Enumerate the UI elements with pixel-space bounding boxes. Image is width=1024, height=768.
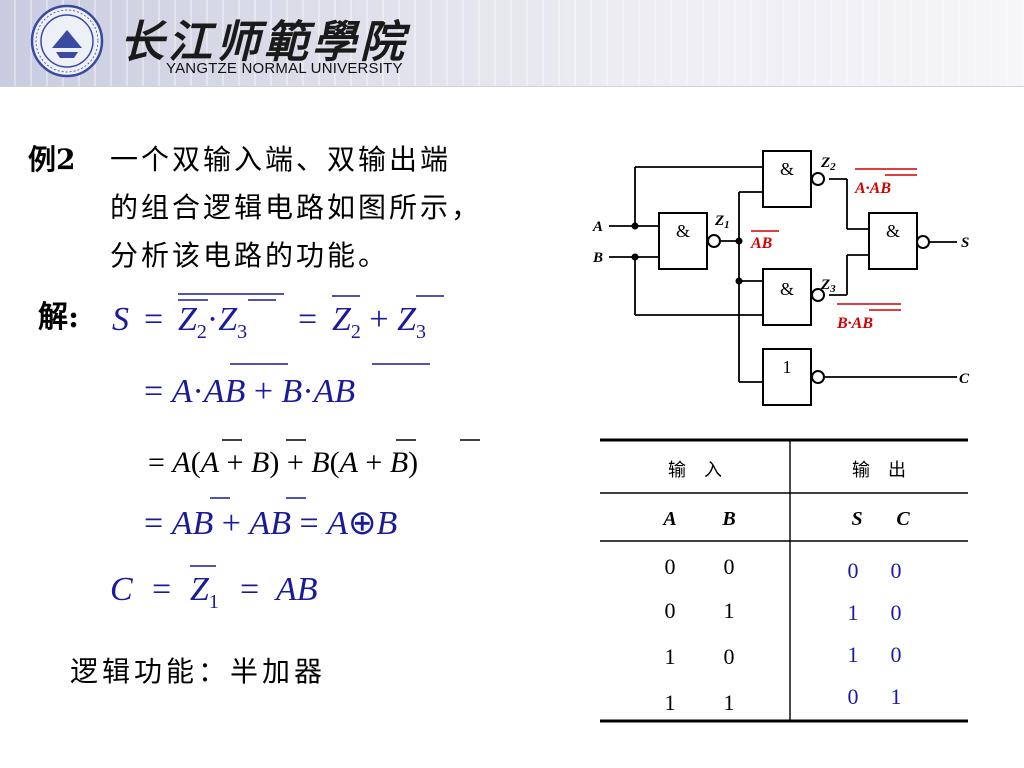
truth-header-output: 输 出 — [852, 460, 906, 481]
row-3-b: 1 — [724, 690, 735, 715]
eq1-z2z3: Z2·Z3 — [178, 301, 247, 343]
row-3-a: 1 — [665, 690, 676, 715]
label-a-ab-bar: A·AB — [854, 180, 891, 197]
eq5-z1: Z1 — [190, 571, 219, 613]
row-1-s: 1 — [848, 600, 859, 625]
header-stripes — [0, 0, 1024, 86]
eq2-text: = A·AB + B·AB — [144, 373, 355, 410]
row-3-c: 1 — [891, 684, 902, 709]
bubble-s — [916, 235, 930, 249]
problem-line-3: 分析该电路的功能。 — [110, 239, 390, 272]
solution-equations: S = Z2·Z3 = Z2 + Z3 = A·AB + B·AB = A(A … — [110, 293, 480, 613]
truth-sub-b: B — [721, 508, 735, 530]
eq5-equals-2: = — [240, 571, 259, 608]
row-3-s: 0 — [848, 684, 859, 709]
gate-z2 — [762, 150, 812, 208]
input-b-label: B — [592, 250, 603, 266]
gate-z3 — [762, 268, 812, 326]
row-2-b: 0 — [724, 644, 735, 669]
solution-label: 解: — [38, 300, 80, 335]
truth-header-input: 输 入 — [668, 460, 722, 481]
output-c-label: C — [959, 371, 970, 387]
gate-not-symbol: 1 — [783, 357, 792, 377]
bubble-z3 — [811, 288, 825, 302]
gate-not — [762, 348, 812, 406]
eq1-equals-2: = — [298, 301, 317, 338]
label-b-ab-bar: B·AB — [836, 315, 873, 332]
gate-z2-symbol: & — [780, 159, 794, 179]
gate-z1 — [658, 212, 708, 270]
bubble-not — [811, 370, 825, 384]
university-seal-icon — [30, 4, 104, 78]
row-2-c: 0 — [891, 642, 902, 667]
eq1-lhs: S — [112, 301, 129, 338]
eq4-text: = AB + AB = A⊕B — [144, 505, 397, 542]
conclusion-text: 逻辑功能：半加器 — [70, 655, 327, 688]
output-s-label: S — [961, 235, 969, 251]
truth-table: 输 入 输 出 A B S C 0 0 0 0 0 1 1 0 1 0 1 0 … — [600, 438, 968, 723]
bubble-z1 — [707, 234, 721, 248]
row-0-c: 0 — [891, 558, 902, 583]
row-0-b: 0 — [724, 554, 735, 579]
row-2-s: 1 — [848, 642, 859, 667]
problem-line-1: 一个双输入端、双输出端 — [110, 143, 452, 176]
eq1-equals: = — [144, 301, 163, 338]
bubble-z2 — [811, 172, 825, 186]
university-name-cn: 长江师範學院 — [120, 17, 408, 68]
problem-label: 例2 — [28, 143, 76, 176]
university-name-en: YANGTZE NORMAL UNIVERSITY — [166, 60, 403, 77]
eq5-rhs: AB — [274, 571, 318, 608]
eq3-text: = A(A + B) + B(A + B) — [148, 446, 418, 479]
row-0-s: 0 — [848, 558, 859, 583]
problem-line-2: 的组合逻辑电路如图所示， — [110, 191, 483, 224]
header-banner: 长江师範學院 YANGTZE NORMAL UNIVERSITY — [0, 0, 1024, 87]
label-ab-bar: AB — [750, 235, 773, 252]
table-row: 0 0 0 0 — [665, 554, 902, 583]
gate-s-symbol: & — [886, 221, 900, 241]
truth-sub-s: S — [851, 508, 862, 530]
gate-z1-symbol: & — [676, 221, 690, 241]
row-2-a: 1 — [665, 644, 676, 669]
truth-sub-a: A — [661, 508, 676, 530]
row-1-b: 1 — [724, 598, 735, 623]
truth-sub-c: C — [896, 508, 910, 530]
eq5-lhs: C — [110, 571, 133, 608]
table-row: 1 0 1 0 — [665, 642, 902, 669]
eq5-equals: = — [152, 571, 171, 608]
row-1-c: 0 — [891, 600, 902, 625]
gate-z3-symbol: & — [780, 279, 794, 299]
row-1-a: 0 — [665, 598, 676, 623]
z2-label: Z2 — [820, 155, 836, 173]
input-a-label: A — [592, 219, 603, 235]
table-row: 1 1 0 1 — [665, 684, 902, 715]
z3-label: Z3 — [820, 277, 836, 295]
logic-circuit-diagram: & & & & 1 A B S C Z1 Z2 Z3 AB A·AB B·AB — [592, 150, 970, 406]
row-0-a: 0 — [665, 554, 676, 579]
eq1-sum: Z2 + Z3 — [332, 301, 426, 343]
z1-label: Z1 — [714, 213, 730, 231]
table-row: 0 1 1 0 — [665, 598, 902, 625]
